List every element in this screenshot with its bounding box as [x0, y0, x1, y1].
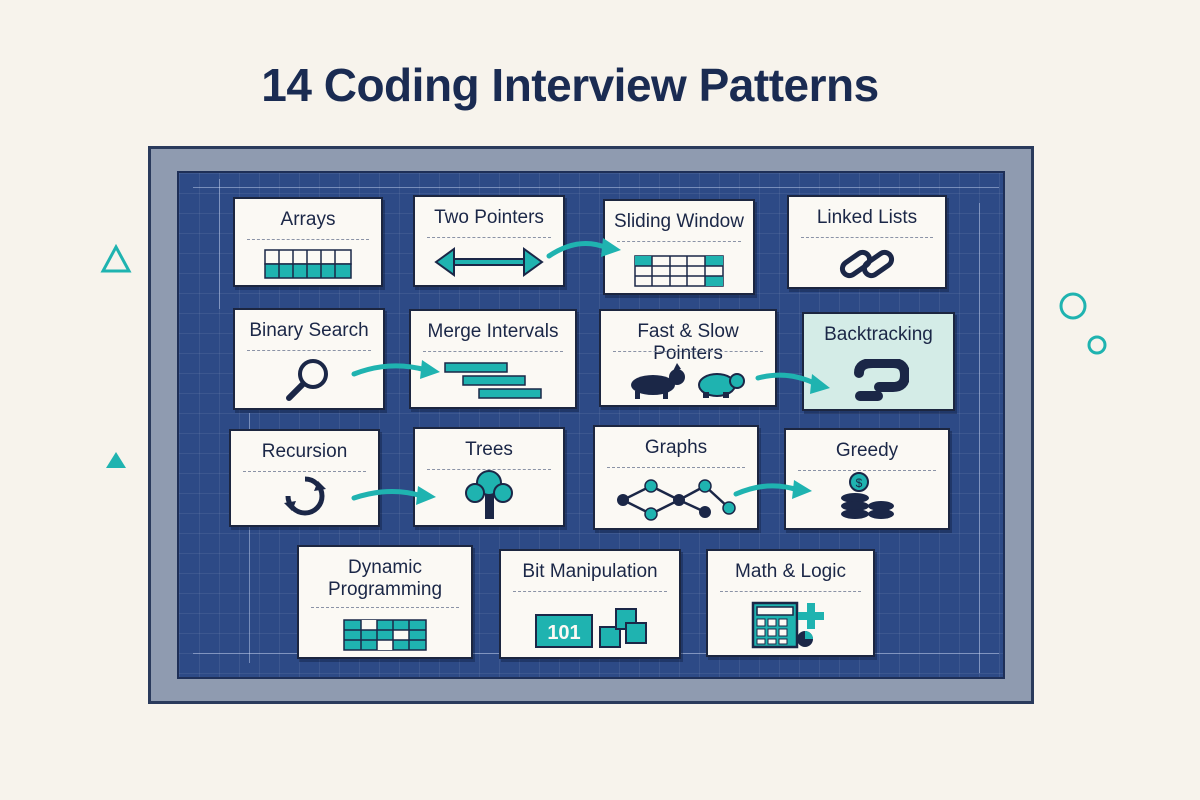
intervals-icon [411, 361, 575, 401]
pattern-card-linked-lists[interactable]: Linked Lists [787, 195, 947, 289]
dp-table-icon [299, 619, 471, 651]
circle-large-icon [1059, 292, 1087, 320]
svg-text:$: $ [856, 476, 863, 490]
pattern-card-binary-search[interactable]: Binary Search [233, 308, 385, 410]
card-divider [607, 467, 745, 468]
card-divider [247, 350, 371, 351]
pattern-card-bit-manipulation[interactable]: Bit Manipulation 101 [499, 549, 681, 659]
hare-tortoise-icon [601, 363, 775, 399]
pattern-card-graphs[interactable]: Graphs [593, 425, 759, 530]
card-divider [617, 241, 741, 242]
card-divider [423, 351, 563, 352]
coins-icon: $ [786, 472, 948, 522]
pattern-card-recursion[interactable]: Recursion [229, 429, 380, 527]
connector-arrow-icon [755, 372, 830, 394]
connector-arrow-icon [351, 360, 440, 379]
card-divider [427, 237, 551, 238]
blueprint-line [193, 187, 999, 188]
triangle-solid-icon [106, 452, 126, 468]
card-divider [798, 470, 936, 471]
double-arrow-icon [415, 245, 563, 279]
connector-arrow-icon [351, 486, 436, 505]
pattern-label: Dynamic Programming [327, 557, 443, 600]
card-divider [243, 471, 366, 472]
pattern-label: Fast & Slow Pointers [637, 321, 739, 364]
card-divider [613, 351, 763, 352]
connector-arrow-icon [546, 238, 621, 259]
pattern-card-fast-slow-pointers[interactable]: Fast & Slow Pointers [599, 309, 777, 407]
pattern-label: Recursion [261, 441, 348, 462]
binary-101-icon: 101 [501, 605, 679, 651]
window-grid-icon [605, 255, 753, 287]
pattern-label: Greedy [835, 440, 899, 461]
pattern-card-sliding-window[interactable]: Sliding Window [603, 199, 755, 295]
pattern-card-greedy[interactable]: Greedy $ [784, 428, 950, 530]
card-divider [801, 237, 933, 238]
circle-small-icon [1087, 335, 1107, 355]
card-divider [311, 607, 459, 608]
triangle-outline-icon [100, 244, 132, 273]
pattern-label: Sliding Window [614, 211, 744, 232]
blueprint-line [979, 203, 980, 673]
pattern-label: Linked Lists [816, 207, 918, 228]
blueprint-line [249, 413, 250, 663]
connector-arrow-icon [733, 480, 812, 499]
pattern-label: Bit Manipulation [522, 561, 658, 582]
pattern-label: Two Pointers [434, 207, 544, 228]
pattern-card-merge-intervals[interactable]: Merge Intervals [409, 309, 577, 409]
pattern-label: Trees [465, 439, 513, 460]
calculator-icon [708, 599, 873, 649]
tree-icon [415, 469, 563, 519]
pattern-label: Graphs [644, 437, 708, 458]
pattern-label: Binary Search [249, 320, 369, 341]
graph-nodes-icon [595, 478, 757, 522]
cycle-arrows-icon [231, 473, 378, 519]
pattern-label: Arrays [280, 209, 336, 230]
card-divider [720, 591, 861, 592]
pattern-card-trees[interactable]: Trees [413, 427, 565, 527]
binary-text: 101 [547, 622, 580, 644]
card-divider [513, 591, 667, 592]
card-divider [247, 239, 369, 240]
array-grid-icon [235, 249, 381, 279]
pattern-card-arrays[interactable]: Arrays [233, 197, 383, 287]
pattern-label: Backtracking [824, 324, 933, 345]
pattern-card-math-logic[interactable]: Math & Logic [706, 549, 875, 657]
magnifier-icon [235, 356, 383, 402]
backtrack-path-icon [804, 359, 953, 403]
card-divider [427, 469, 551, 470]
chain-link-icon [789, 247, 945, 281]
pattern-card-backtracking[interactable]: Backtracking [802, 312, 955, 411]
page-title: 14 Coding Interview Patterns [261, 59, 879, 111]
pattern-card-two-pointers[interactable]: Two Pointers [413, 195, 565, 287]
pattern-label: Merge Intervals [427, 321, 559, 342]
blueprint-line [219, 179, 220, 309]
pattern-card-dynamic-programming[interactable]: Dynamic Programming [297, 545, 473, 659]
pattern-label: Math & Logic [735, 561, 846, 582]
